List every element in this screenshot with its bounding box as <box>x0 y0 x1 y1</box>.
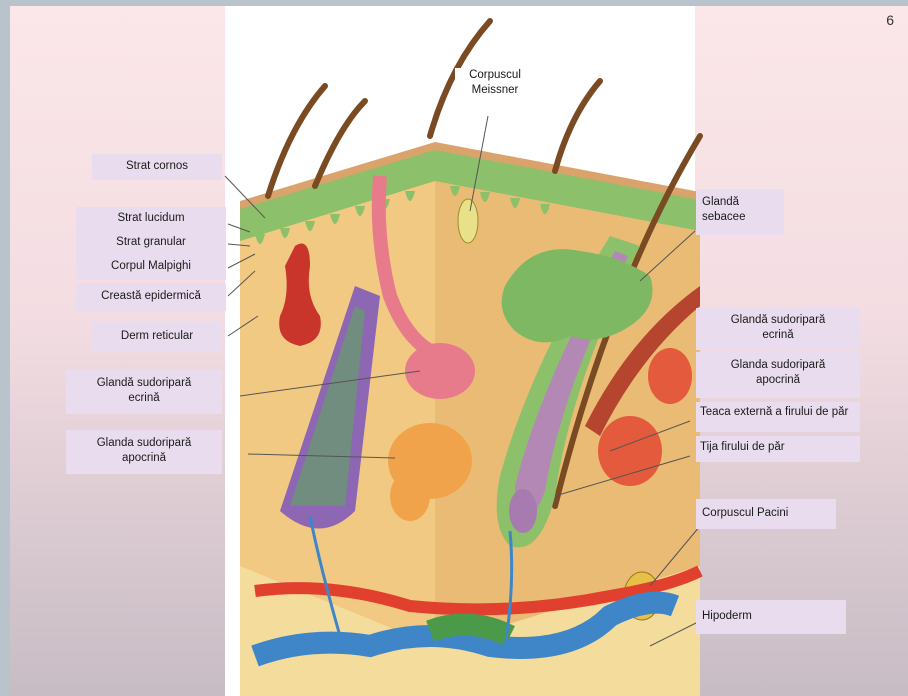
label-glanda-sudoripara-ecrina-right: Glandă sudoripară ecrină <box>696 308 860 350</box>
label-corpuscul-pacini: Corpuscul Pacini <box>696 499 836 529</box>
label-glanda-sebacee: Glandă sebacee <box>696 189 784 235</box>
label-glanda-sudoripara-apocrina-right: Glanda sudoripară apocrină <box>696 352 860 398</box>
label-strat-granular: Strat granular <box>76 231 226 255</box>
page-number: 6 <box>886 12 894 28</box>
label-tija-firului: Tija firului de păr <box>696 436 860 462</box>
label-corpuscul-meissner: Corpuscul Meissner <box>455 68 535 98</box>
label-glanda-sudoripara-ecrina-left: Glandă sudoripară ecrină <box>66 370 222 414</box>
label-hipoderm: Hipoderm <box>696 600 846 634</box>
slide: 6 Corpuscul Meissner Strat cornos Strat … <box>10 6 908 696</box>
label-teaca-externa: Teaca externă a firului de păr <box>696 402 860 432</box>
label-glanda-sudoripara-apocrina-left: Glanda sudoripară apocrină <box>66 430 222 474</box>
label-derm-reticular: Derm reticular <box>92 322 222 352</box>
label-creasta-epidermica: Creastă epidermică <box>76 283 226 311</box>
label-strat-lucidum: Strat lucidum <box>76 207 226 231</box>
label-strat-cornos: Strat cornos <box>92 154 222 180</box>
label-corpul-malpighi: Corpul Malpighi <box>76 255 226 280</box>
